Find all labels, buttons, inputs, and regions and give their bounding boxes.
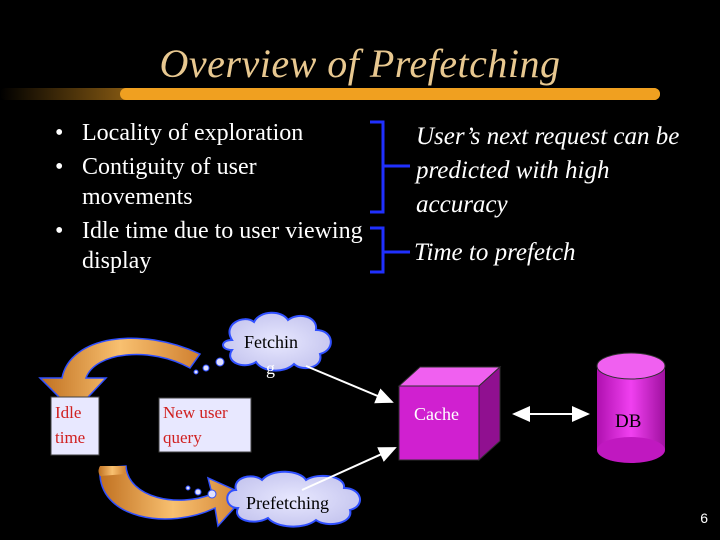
consequence-time: Time to prefetch xyxy=(414,239,576,266)
db-label: DB xyxy=(615,411,642,432)
title-underline-tail xyxy=(120,88,660,100)
bullet-item: Contiguity of user movements xyxy=(52,152,372,212)
cycle-arrow-bottom-body xyxy=(98,466,126,476)
fetching-cloud xyxy=(222,311,332,372)
prefetching-cloud xyxy=(226,470,361,528)
new-user-query-label-2: query xyxy=(163,428,202,447)
idle-time-label-1: Idle xyxy=(55,403,82,422)
cycle-arrow-bottom xyxy=(99,465,248,528)
consequence-prediction: User’s next request can be predicted wit… xyxy=(416,123,680,218)
fetching-to-cache-arrow xyxy=(305,365,394,404)
cloud-dot xyxy=(215,357,225,367)
prefetching-label: Prefetching xyxy=(246,493,329,513)
cloud-dot xyxy=(194,488,202,496)
idle-time-label-2: time xyxy=(55,428,86,447)
bullet-list: Locality of exploration Contiguity of us… xyxy=(52,118,372,280)
bullet-item: Locality of exploration xyxy=(52,118,372,148)
cloud-dot xyxy=(185,485,191,491)
query-to-cache-arrow xyxy=(254,430,390,432)
db-cylinder-top xyxy=(596,352,666,380)
brace-1 xyxy=(370,120,410,214)
brace-2 xyxy=(370,226,410,274)
bullet-item: Idle time due to user viewing display xyxy=(52,216,372,276)
slide-title: Overview of Prefetching xyxy=(159,41,561,86)
cloud-dot xyxy=(193,369,199,375)
cache-label: Cache xyxy=(414,404,459,424)
cloud-dot xyxy=(207,489,217,499)
fetching-label-2: g xyxy=(266,358,275,378)
page-number: 6 xyxy=(700,510,708,526)
idle-time-box xyxy=(50,396,100,456)
prefetching-to-cache-arrow xyxy=(301,447,397,491)
new-user-query-label-1: New user xyxy=(163,403,228,422)
cloud-dot xyxy=(202,364,210,372)
cycle-arrow-top xyxy=(38,337,202,414)
cache-cube-front xyxy=(398,385,480,461)
fetching-label-1: Fetchin xyxy=(244,332,298,352)
db-cylinder-bottom xyxy=(597,437,665,463)
db-cylinder-body xyxy=(597,366,665,450)
new-user-query-box xyxy=(158,397,252,453)
